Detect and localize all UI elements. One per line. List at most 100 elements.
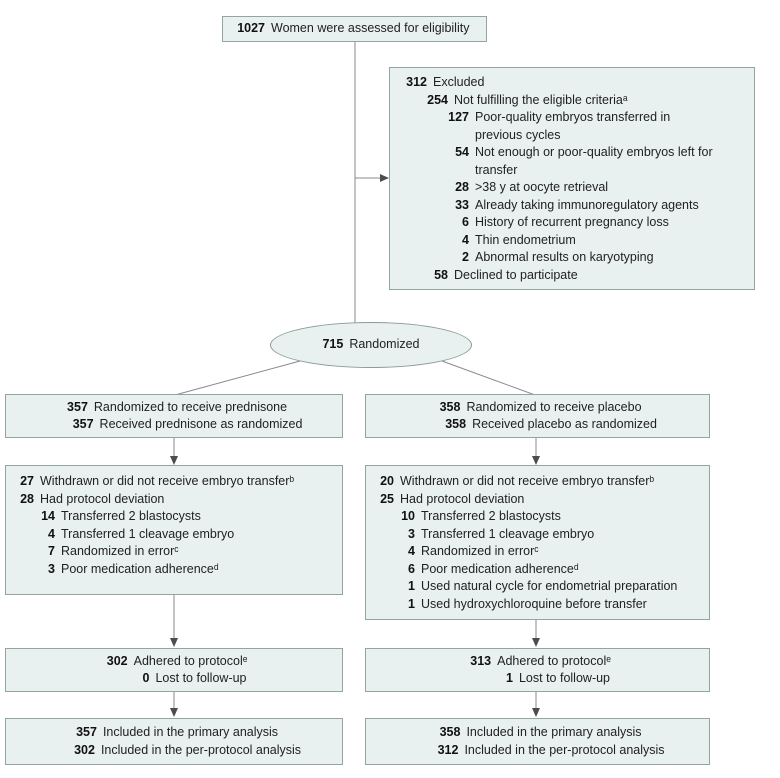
label: Lost to follow-up <box>518 671 611 685</box>
count: 302 <box>106 653 128 668</box>
label: Abnormal results on karyotyping <box>475 250 654 264</box>
label: Adhered to protocolᵉ <box>133 653 248 668</box>
excluded-line: 58 Declined to participate <box>400 267 744 285</box>
excluded-line: 33 Already taking immunoregulatory agent… <box>400 197 744 215</box>
arrowhead-left-adherence <box>170 638 178 647</box>
excluded-line: 6 History of recurrent pregnancy loss <box>400 214 744 232</box>
label: History of recurrent pregnancy loss <box>475 215 669 229</box>
label: Transferred 2 blastocysts <box>61 509 201 523</box>
label: Withdrawn or did not receive embryo tran… <box>40 474 295 488</box>
label: Included in the primary analysis <box>466 725 642 739</box>
count: 357 <box>76 725 97 739</box>
arrowhead-excluded <box>380 174 389 182</box>
count: 312 <box>437 742 459 757</box>
adherence-line: 1 Lost to follow-up <box>465 670 610 688</box>
label: Poor-quality embryos transferred in prev… <box>475 110 671 142</box>
label: Lost to follow-up <box>155 671 247 685</box>
excluded-line: 127 Poor-quality embryos transferred in … <box>400 109 744 144</box>
count: 313 <box>470 653 492 668</box>
count: 7 <box>48 544 55 558</box>
deviation-line: 7 Randomized in errorᶜ <box>16 543 332 561</box>
label: Received prednisone as randomized <box>99 417 303 431</box>
deviation-line: 3 Transferred 1 cleavage embryo <box>376 526 699 544</box>
label: Poor medication adherenceᵈ <box>421 561 579 576</box>
deviation-line: 1 Used natural cycle for endometrial pre… <box>376 578 699 596</box>
randomized-label: Randomized <box>349 337 420 352</box>
count: 4 <box>48 526 55 541</box>
excluded-box: 312 Excluded 254 Not fulfilling the elig… <box>389 67 755 290</box>
label: Randomized in errorᶜ <box>421 544 539 558</box>
right-analysis-box: 358 Included in the primary analysis 312… <box>365 718 710 765</box>
count: 28 <box>20 491 34 506</box>
label: Used natural cycle for endometrial prepa… <box>421 579 678 593</box>
deviation-line: 25 Had protocol deviation <box>376 491 699 509</box>
label: Randomized to receive prednisone <box>93 399 288 414</box>
left-group-box: 357 Randomized to receive prednisone 357… <box>5 394 343 438</box>
assessed-label: Women were assessed for eligibility <box>271 21 470 36</box>
arrowhead-left-analysis <box>170 708 178 717</box>
label: Randomized to receive placebo <box>466 399 642 414</box>
left-analysis-box: 357 Included in the primary analysis 302… <box>5 718 343 765</box>
analysis-line: 302 Included in the per-protocol analysi… <box>47 742 301 760</box>
label: Withdrawn or did not receive embryo tran… <box>400 474 655 488</box>
randomized-ellipse: 715 Randomized <box>270 322 472 368</box>
count: 25 <box>380 491 394 506</box>
count: 1 <box>408 596 415 611</box>
arrowhead-left-deviation <box>170 456 178 465</box>
label: Included in the per-protocol analysis <box>464 742 665 757</box>
count: 358 <box>439 399 461 414</box>
label: Included in the primary analysis <box>102 725 279 739</box>
count: 20 <box>380 474 394 488</box>
arrowhead-right-deviation <box>532 456 540 465</box>
deviation-line: 6 Poor medication adherenceᵈ <box>376 561 699 579</box>
analysis-line: 312 Included in the per-protocol analysi… <box>410 742 665 760</box>
adherence-line: 302 Adhered to protocolᵉ <box>101 653 248 671</box>
label: Transferred 2 blastocysts <box>421 509 561 523</box>
count: 254 <box>427 92 448 107</box>
arrowhead-right-adherence <box>532 638 540 647</box>
randomized-count: 715 <box>322 337 344 352</box>
count: 358 <box>445 417 467 431</box>
group-line: 358 Randomized to receive placebo <box>433 399 642 417</box>
label: Excluded <box>433 75 485 89</box>
label: Not enough or poor-quality embryos left … <box>475 145 713 177</box>
right-adherence-box: 313 Adhered to protocolᵉ 1 Lost to follo… <box>365 648 710 692</box>
adherence-line: 0 Lost to follow-up <box>101 670 247 688</box>
label: Included in the per-protocol analysis <box>100 742 302 757</box>
count: 357 <box>67 399 88 414</box>
left-adherence-box: 302 Adhered to protocolᵉ 0 Lost to follo… <box>5 648 343 692</box>
count: 357 <box>72 417 94 431</box>
count: 54 <box>455 145 469 159</box>
count: 1 <box>506 671 513 685</box>
group-line: 357 Randomized to receive prednisone <box>61 399 287 417</box>
count: 302 <box>74 742 95 757</box>
label: Declined to participate <box>454 267 578 282</box>
deviation-line: 14 Transferred 2 blastocysts <box>16 508 332 526</box>
count: 10 <box>401 509 415 523</box>
deviation-line: 4 Randomized in errorᶜ <box>376 543 699 561</box>
label: Received placebo as randomized <box>472 417 657 431</box>
count: 2 <box>462 250 469 264</box>
right-deviation-box: 20 Withdrawn or did not receive embryo t… <box>365 465 710 620</box>
count: 358 <box>439 725 461 739</box>
label: Poor medication adherenceᵈ <box>61 561 219 576</box>
label: Had protocol deviation <box>40 491 165 506</box>
deviation-line: 4 Transferred 1 cleavage embryo <box>16 526 332 544</box>
excluded-line: 254 Not fulfilling the eligible criteria… <box>400 92 744 110</box>
count: 33 <box>455 197 469 212</box>
label: Adhered to protocolᵉ <box>497 653 611 668</box>
deviation-line: 28 Had protocol deviation <box>16 491 332 509</box>
count: 14 <box>41 509 55 523</box>
deviation-line: 1 Used hydroxychloroquine before transfe… <box>376 596 699 614</box>
label: Randomized in errorᶜ <box>61 544 179 558</box>
excluded-line: 28 >38 y at oocyte retrieval <box>400 179 744 197</box>
excluded-line: 4 Thin endometrium <box>400 232 744 250</box>
analysis-line: 357 Included in the primary analysis <box>70 724 278 742</box>
count: 0 <box>142 671 150 685</box>
assessed-box: 1027 Women were assessed for eligibility <box>222 16 487 42</box>
deviation-line: 27 Withdrawn or did not receive embryo t… <box>16 473 332 491</box>
count: 6 <box>462 215 469 229</box>
count: 1 <box>408 579 415 593</box>
